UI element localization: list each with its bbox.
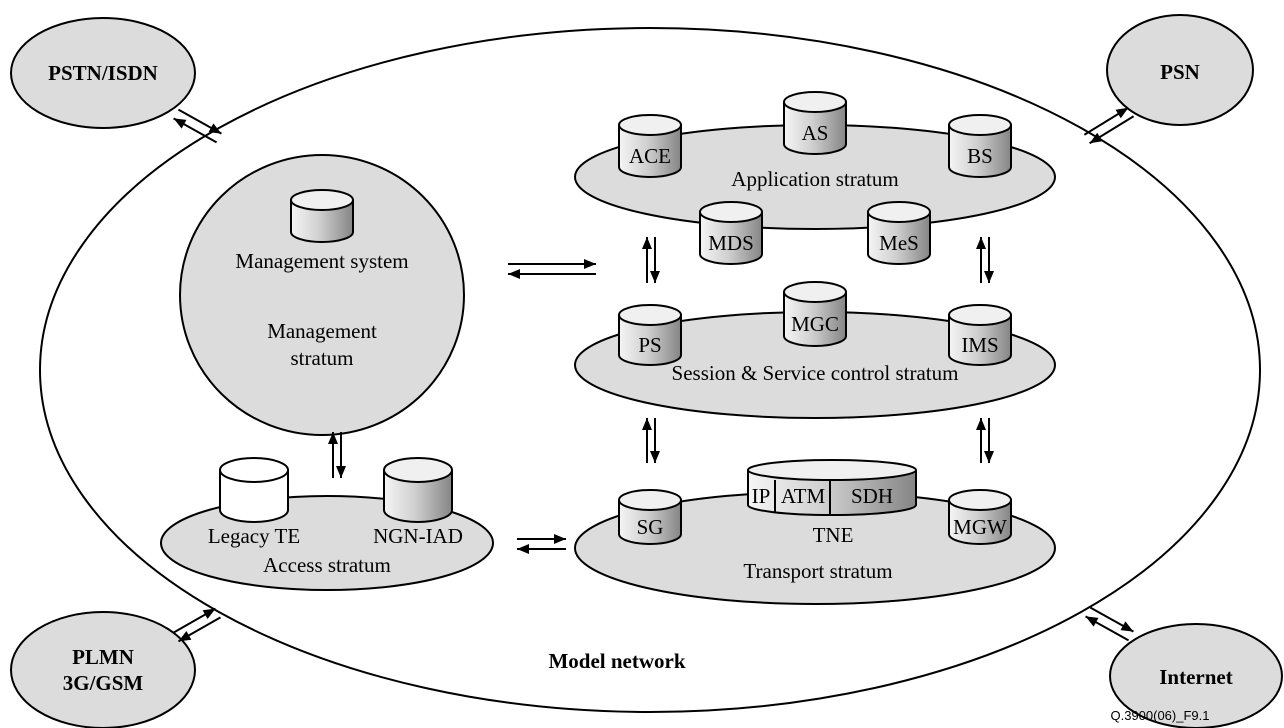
arrow-management-core-out bbox=[508, 259, 596, 269]
ngn-iad-node bbox=[383, 457, 453, 523]
arrow-app-session-right-out bbox=[984, 237, 994, 283]
arrow-access-transport-in bbox=[517, 544, 566, 554]
ace-node: ACE bbox=[618, 114, 682, 178]
arrow-app-session-left-in bbox=[642, 237, 652, 283]
management-stratum-line2: stratum bbox=[291, 346, 354, 370]
ps-node: PS bbox=[618, 304, 682, 366]
arrow-plmn-out bbox=[173, 607, 217, 634]
arrow-management-access-in bbox=[328, 432, 338, 478]
arrow-app-session-right-in bbox=[976, 237, 986, 283]
arrow-internet-in bbox=[1085, 615, 1130, 642]
plmn-label-line2: 3G/GSM bbox=[63, 671, 144, 695]
tne-ip: IP bbox=[752, 484, 771, 508]
node-cylinders: ACE AS BS MDS MeS PS MGC IMS SG MGW bbox=[219, 91, 1012, 545]
arrow-pstn-out bbox=[177, 108, 222, 135]
mds-node-label: MDS bbox=[708, 231, 754, 255]
ims-node-label: IMS bbox=[961, 333, 998, 357]
arrow-management-core-in bbox=[508, 269, 596, 279]
arrow-management-access-out bbox=[336, 432, 346, 478]
management-stratum-line1: Management bbox=[267, 319, 377, 343]
bs-node: BS bbox=[948, 114, 1012, 178]
tne-label: TNE bbox=[813, 523, 854, 547]
transport-stratum: TNE Transport stratum bbox=[574, 491, 1056, 605]
model-network-label: Model network bbox=[548, 649, 685, 673]
model-network-boundary bbox=[39, 27, 1261, 713]
ps-node-label: PS bbox=[638, 333, 661, 357]
as-node: AS bbox=[783, 91, 847, 155]
interface-arrows bbox=[173, 106, 1135, 643]
external-internet: Internet bbox=[1109, 623, 1283, 728]
external-psn: PSN bbox=[1106, 14, 1254, 126]
internet-label: Internet bbox=[1159, 665, 1232, 689]
psn-label: PSN bbox=[1160, 60, 1200, 84]
bs-node-label: BS bbox=[967, 144, 993, 168]
management-system-node bbox=[290, 189, 354, 243]
application-stratum: Application stratum bbox=[574, 124, 1056, 230]
mgw-node: MGW bbox=[948, 489, 1012, 545]
arrow-plmn-in bbox=[177, 616, 221, 643]
legacy-te-node bbox=[219, 457, 289, 523]
arrow-session-transport-left-in bbox=[642, 418, 652, 463]
arrow-session-transport-right-out bbox=[984, 418, 994, 463]
arrow-pstn-in bbox=[173, 117, 218, 144]
arrow-session-transport-left-out bbox=[650, 418, 660, 463]
sg-node-label: SG bbox=[637, 515, 664, 539]
arrow-app-session-left-out bbox=[650, 237, 660, 283]
plmn-label-line1: PLMN bbox=[72, 645, 134, 669]
mgw-node-label: MGW bbox=[953, 515, 1007, 539]
management-system-label: Management system bbox=[235, 249, 408, 273]
ace-node-label: ACE bbox=[629, 144, 671, 168]
application-stratum-label: Application stratum bbox=[731, 167, 898, 191]
tne-atm: ATM bbox=[781, 484, 826, 508]
session-stratum-label: Session & Service control stratum bbox=[672, 361, 959, 385]
arrow-access-transport-out bbox=[517, 534, 566, 544]
arrow-session-transport-right-in bbox=[976, 418, 986, 463]
mds-node: MDS bbox=[699, 201, 763, 265]
as-node-label: AS bbox=[802, 121, 829, 145]
tne-cylinder: IP ATM SDH bbox=[747, 459, 917, 516]
arrow-psn-in bbox=[1089, 115, 1135, 145]
legacy-te-label: Legacy TE bbox=[208, 524, 300, 548]
external-pstn-isdn: PSTN/ISDN bbox=[10, 17, 196, 129]
access-stratum-label: Access stratum bbox=[263, 553, 391, 577]
ims-node: IMS bbox=[948, 304, 1012, 366]
ngn-iad-label: NGN-IAD bbox=[373, 524, 463, 548]
mgc-node: MGC bbox=[783, 281, 847, 347]
mgc-node-label: MGC bbox=[791, 312, 839, 336]
mes-node: MeS bbox=[867, 201, 931, 265]
sg-node: SG bbox=[618, 489, 682, 545]
management-stratum: Management system Management stratum bbox=[179, 154, 465, 436]
arrow-psn-out bbox=[1083, 106, 1129, 136]
figure-code: Q.3900(06)_F9.1 bbox=[1110, 708, 1209, 723]
arrow-internet-out bbox=[1089, 606, 1134, 633]
transport-stratum-label: Transport stratum bbox=[743, 559, 892, 583]
external-plmn: PLMN 3G/GSM bbox=[10, 611, 196, 728]
tne-sdh: SDH bbox=[851, 484, 893, 508]
pstn-isdn-label: PSTN/ISDN bbox=[48, 61, 158, 85]
mes-node-label: MeS bbox=[879, 231, 919, 255]
